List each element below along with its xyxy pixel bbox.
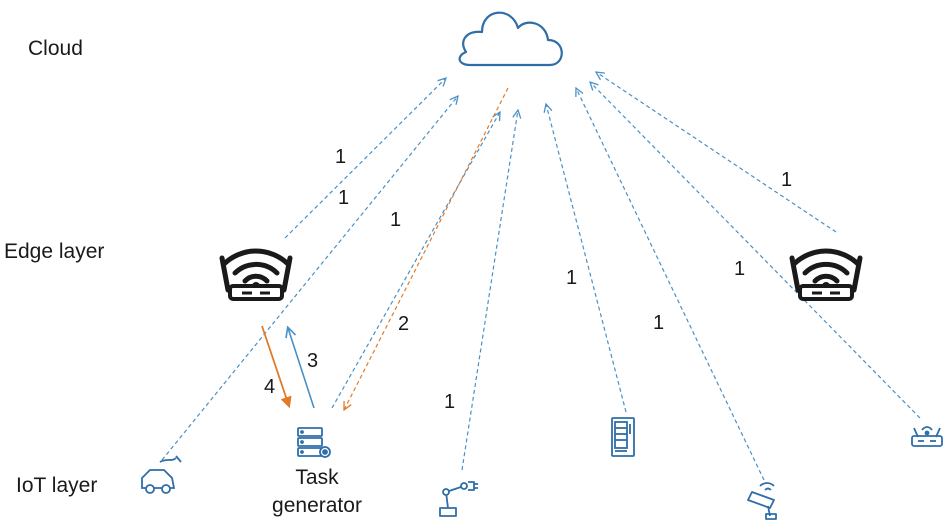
task-generator-line2: generator xyxy=(272,494,362,517)
wifi-router-icon xyxy=(219,248,293,301)
arrow-label-1: 1 xyxy=(566,267,577,289)
arrow-edge1-to-cloud xyxy=(284,78,446,239)
arrow-label-1: 1 xyxy=(335,146,346,168)
task-generator-label: Task generator xyxy=(252,464,382,520)
cloud-layer-label: Cloud xyxy=(28,37,83,60)
arrow-robot-to-cloud xyxy=(461,110,518,471)
arrow-label-3: 3 xyxy=(307,350,318,372)
edge-layer-label: Edge layer xyxy=(4,240,105,263)
arrow-label-1: 1 xyxy=(734,258,745,280)
arrow-cloud-to-task-dashed xyxy=(344,87,509,410)
arrow-label-1: 1 xyxy=(781,169,792,191)
arrow-car-to-cloud xyxy=(161,96,458,461)
arrow-label-4: 4 xyxy=(264,376,275,398)
iot-layer-label: IoT layer xyxy=(16,474,98,497)
cloud-icon xyxy=(458,11,563,67)
wifi-router-icon xyxy=(789,248,863,301)
arrow-label-2: 2 xyxy=(398,313,409,335)
arrow-label-1: 1 xyxy=(338,187,349,209)
vending-machine-icon xyxy=(611,417,635,457)
modem-icon xyxy=(911,426,943,447)
server-gear-icon xyxy=(297,427,331,458)
robot-arm-icon xyxy=(439,481,478,517)
arrow-modem-to-cloud xyxy=(590,82,921,419)
arrow-label-1: 1 xyxy=(444,391,455,413)
arrow-label-1: 1 xyxy=(390,209,401,231)
task-generator-line1: Task xyxy=(295,466,339,489)
arrow-label-1: 1 xyxy=(653,312,664,334)
electric-car-icon xyxy=(141,455,182,494)
arrow-task-to-edge xyxy=(288,328,315,409)
arrow-task-to-cloud xyxy=(331,112,500,409)
arrow-edge-to-task xyxy=(261,325,289,406)
arrow-vending-to-cloud xyxy=(546,104,627,413)
arrow-camera-to-cloud xyxy=(576,88,765,481)
dashed-arrows xyxy=(161,72,921,481)
arrow-edge2-to-cloud xyxy=(596,72,837,233)
cctv-camera-icon xyxy=(747,482,777,520)
